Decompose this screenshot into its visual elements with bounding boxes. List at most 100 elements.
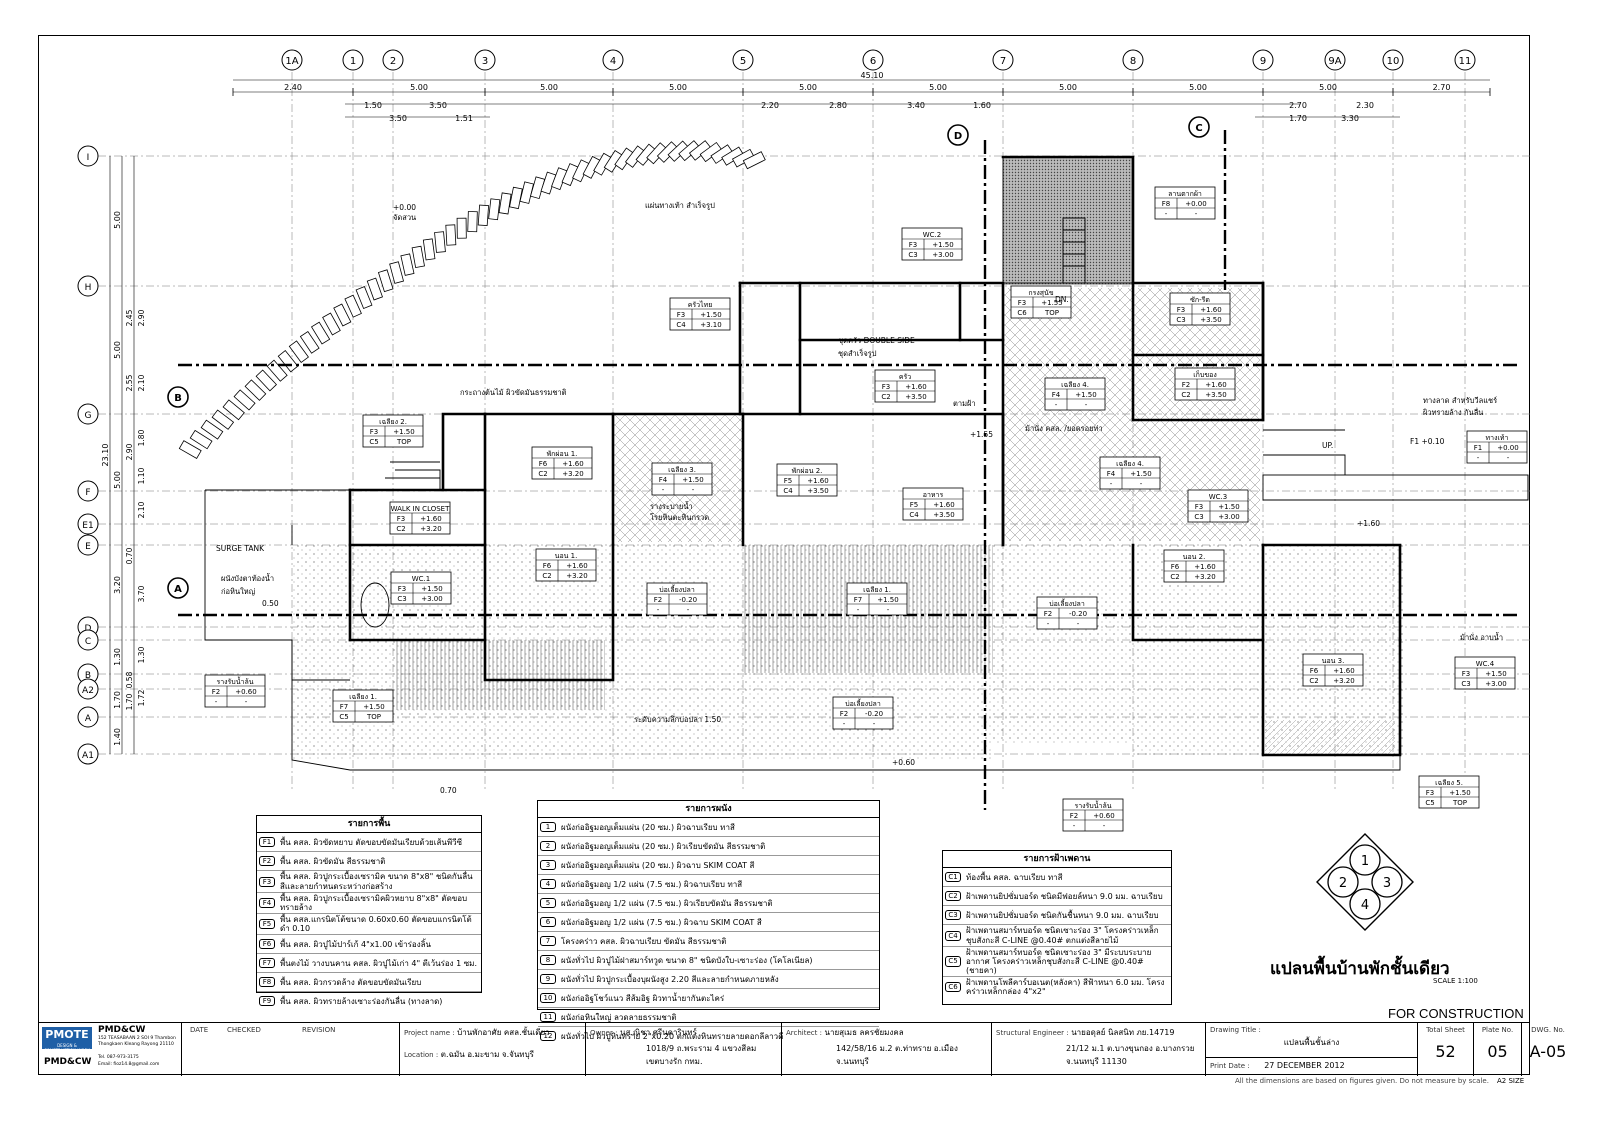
- room-floor-level: +0.00: [1185, 200, 1206, 208]
- room-tag-box: [1036, 596, 1098, 630]
- room-name: กรงสุนัข: [1028, 289, 1053, 297]
- room-ceiling-level: +3.50: [933, 511, 954, 519]
- dim-third-value: 3.30: [1341, 114, 1359, 123]
- room-floor-level: +1.60: [1200, 306, 1221, 314]
- plate-no-label: Plate No.: [1481, 1026, 1514, 1034]
- room-tag: เฉลียง 1.F7+1.50--: [846, 582, 908, 616]
- stepping-stone: [211, 409, 235, 430]
- dim-second-value: 1.60: [973, 101, 991, 110]
- room-ceiling-level: -: [1103, 822, 1106, 830]
- owner-label: Owner :: [590, 1029, 618, 1037]
- wall-legend-code-label: 5: [540, 898, 556, 909]
- project-name: บ้านพักอาศัย คสล.ชั้นเดียว: [457, 1028, 550, 1037]
- plan-title: แปลนพื้นบ้านพักชั้นเดียว: [1270, 959, 1450, 979]
- floor-legend-text: พื้น คสล. ผิวปูไม้ปาร์เก้ 4"x1.00 เข้าร่…: [280, 939, 431, 949]
- grid-label-row: A2: [82, 686, 94, 696]
- stepping-stone: [322, 312, 341, 336]
- wall-legend-text: ผนังก่ออิฐมอญเต็มแผ่น (20 ซม.) ผิวฉาบ SK…: [561, 860, 755, 870]
- wall-legend-code: 6: [538, 917, 558, 928]
- wood-deck-area: [395, 640, 605, 710]
- firm-address: 152 TEASABAAN 2 SOI 9 Thambon Thongkaen …: [98, 1036, 176, 1047]
- room-floor-level: -0.20: [1069, 610, 1087, 618]
- room-tag-box: [362, 414, 424, 448]
- dim-second-value: 3.40: [907, 101, 925, 110]
- room-floor-code: F3: [1426, 789, 1434, 797]
- stepping-stone: [742, 151, 766, 170]
- firm-name: PMD&CW: [98, 1025, 146, 1035]
- floor-legend-code: F5: [257, 919, 277, 930]
- dim-top-value: 2.70: [1433, 83, 1451, 92]
- room-tag-box: [1187, 489, 1249, 523]
- dwg-no-label: DWG. No.: [1531, 1026, 1565, 1034]
- grid-label-row: A: [85, 714, 92, 724]
- floor-legend-code: F8: [257, 977, 277, 988]
- grid-bubble-column: [1324, 49, 1346, 71]
- room-ceiling-level: +3.10: [700, 321, 721, 329]
- dim-top-value: 5.00: [1059, 83, 1077, 92]
- ceiling-legend-code-label: C5: [945, 956, 961, 967]
- wall-legend-code: 11: [538, 1012, 558, 1023]
- room-ceiling-level: -: [1507, 454, 1510, 462]
- title-block: PMOTE DESIGN & CONSTRUCTION WORK PMD&CW …: [38, 1022, 1566, 1076]
- room-floor-code: F1: [1474, 444, 1482, 452]
- room-ceiling-code: C2: [542, 572, 551, 580]
- room-tag-box: [846, 582, 908, 616]
- grid-bubble-row: [77, 534, 99, 556]
- room-tag-box: [832, 696, 894, 730]
- floor-legend-text: พื้น คสล. ผิวขัดหยาบ ตัดขอบขัดมันเรียบด้…: [280, 837, 463, 847]
- grid-label-column: 10: [1387, 56, 1400, 67]
- rev-date-header: DATE: [190, 1026, 209, 1034]
- room-tag-box: [535, 548, 597, 582]
- room-ceiling-level: TOP: [396, 438, 411, 446]
- grid-bubble-column: [1382, 49, 1404, 71]
- ceiling-legend-code-label: C2: [945, 891, 961, 902]
- floor-legend-code: F9: [257, 996, 277, 1007]
- plan-annotation: DN.: [1055, 295, 1069, 304]
- room-name: WC.1: [412, 575, 431, 583]
- room-floor-level: -0.20: [865, 710, 883, 718]
- floor-legend-code-label: F4: [259, 897, 275, 908]
- plan-annotation: SURGE TANK: [216, 544, 265, 553]
- room-floor-code: F2: [840, 710, 848, 718]
- grid-label-row: I: [87, 153, 90, 163]
- room-ceiling-code: C3: [397, 595, 406, 603]
- room-name: นอน 3.: [1322, 657, 1345, 665]
- site-boundary: [204, 489, 1401, 771]
- room-floor-level: +0.00: [1497, 444, 1518, 452]
- room-floor-level: -0.20: [679, 596, 697, 604]
- dim-top-value: 5.00: [1189, 83, 1207, 92]
- stepping-stone: [389, 261, 404, 284]
- grid-label-column: 11: [1459, 56, 1472, 67]
- room-floor-level: +1.50: [1485, 670, 1506, 678]
- stair-dn-icon: [385, 461, 441, 490]
- dim-left-inner-value: 2.45: [125, 309, 134, 326]
- room-floor-code: F3: [1177, 306, 1185, 314]
- wall-legend-code-label: 6: [540, 917, 556, 928]
- grid-bubble-row: [77, 480, 99, 502]
- floor-legend-code: F7: [257, 958, 277, 969]
- room-tag: ทางเท้าF1+0.00--: [1466, 430, 1528, 464]
- owner-name: นส.ณิชา ศรีนคารินทร์: [620, 1028, 697, 1037]
- room-ceiling-code: -: [843, 720, 846, 728]
- dim-left-inner-value: 2.10: [137, 501, 146, 518]
- room-ceiling-level: +3.00: [932, 251, 953, 259]
- section-marker-label: C: [1195, 123, 1202, 134]
- room-tag-box: [531, 446, 593, 480]
- total-sheet-cell: Total Sheet 52: [1418, 1023, 1474, 1076]
- wall-legend-code-label: 3: [540, 860, 556, 871]
- room-name: เฉลียง 5.: [1435, 779, 1463, 787]
- grid-label-row: H: [85, 283, 92, 293]
- room-floor-code: F3: [1195, 503, 1203, 511]
- wall-segment: [958, 281, 1005, 342]
- wall-legend-code: 1: [538, 822, 558, 833]
- room-tag: รางรับน้ำล้นF2+0.60--: [1062, 798, 1124, 832]
- room-floor-level: +1.60: [1333, 667, 1354, 675]
